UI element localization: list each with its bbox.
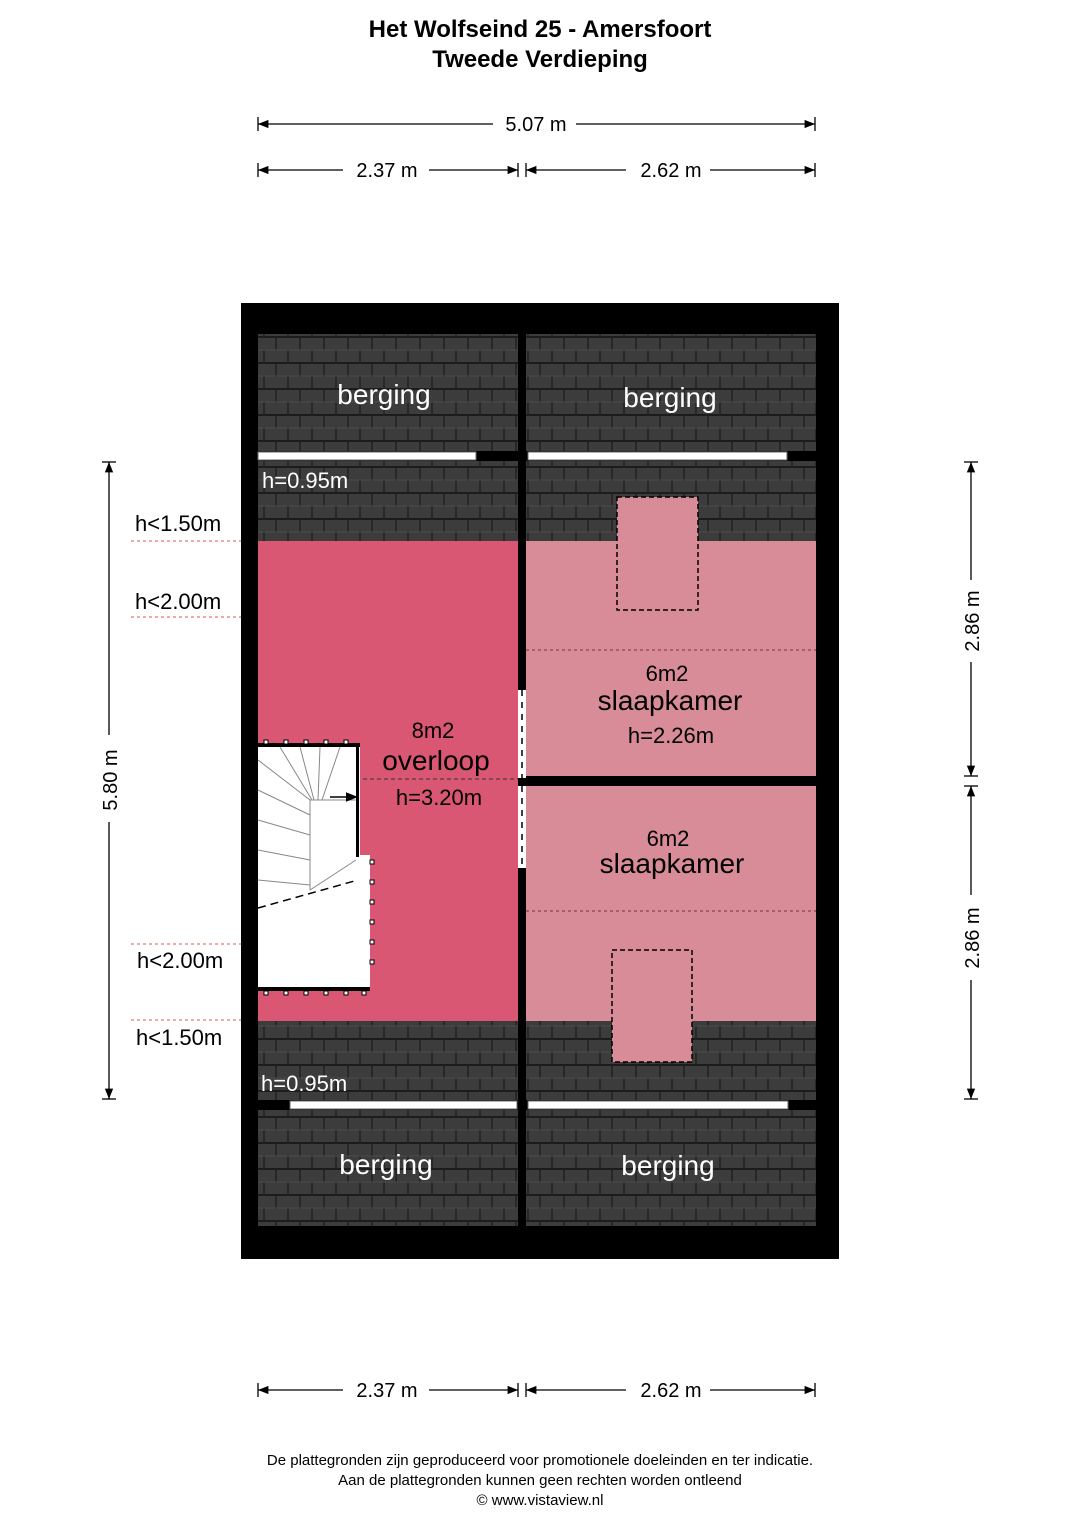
- bedroom-divider-wall: [526, 776, 816, 786]
- door-opening-1: [518, 690, 526, 778]
- slaapkamer-1-height-label: h=2.26m: [628, 723, 714, 748]
- slaapkamer-1-area-label: 6m2: [646, 661, 689, 686]
- slaapkamer-1-name-label: slaapkamer: [598, 685, 743, 716]
- label-berging-bottom-left: berging: [339, 1149, 432, 1180]
- page-subtitle: Tweede Verdieping: [432, 46, 648, 73]
- label-berging-bottom-right: berging: [621, 1150, 714, 1181]
- strip-bottom-right: [527, 1100, 789, 1110]
- strip-top-right: [527, 451, 788, 461]
- knee-height-bottom: h=0.95m: [261, 1071, 347, 1096]
- page-title: Het Wolfseind 25 - Amersfoort: [368, 16, 712, 43]
- slaapkamer-2-area-label: 6m2: [647, 826, 690, 851]
- slaapkamer-2-name-label: slaapkamer: [600, 848, 745, 879]
- knee-height-top: h=0.95m: [262, 468, 348, 493]
- dim-top-right: 2.62 m: [640, 160, 701, 182]
- footer-disclaimer-2: Aan de plattegronden kunnen geen rechten…: [338, 1472, 742, 1489]
- dormer-bottom: [611, 949, 693, 1063]
- staircase: [257, 739, 375, 996]
- height-marker-bottom-200: h<2.00m: [137, 948, 223, 973]
- dim-right-lower: 2.86 m: [962, 907, 984, 968]
- dim-left-height: 5.80 m: [100, 749, 122, 810]
- footer-copyright: © www.vistaview.nl: [476, 1492, 604, 1509]
- strip-top-left: [257, 451, 477, 461]
- label-berging-top-left: berging: [337, 379, 430, 410]
- dim-top-total: 5.07 m: [505, 114, 566, 136]
- height-marker-top-150: h<1.50m: [135, 511, 221, 536]
- overloop-name-label: overloop: [382, 745, 489, 776]
- height-marker-top-200: h<2.00m: [135, 589, 221, 614]
- overloop-area-label: 8m2: [412, 718, 455, 743]
- strip-bottom-left: [289, 1100, 518, 1110]
- height-marker-bottom-150: h<1.50m: [136, 1025, 222, 1050]
- dim-bottom-left: 2.37 m: [356, 1380, 417, 1402]
- middle-wall: [518, 334, 526, 1226]
- dormer-top: [616, 496, 699, 611]
- dim-bottom-right: 2.62 m: [640, 1380, 701, 1402]
- overloop-height-label: h=3.20m: [396, 785, 482, 810]
- dim-top-left: 2.37 m: [356, 160, 417, 182]
- label-berging-top-right: berging: [623, 382, 716, 413]
- footer-disclaimer-1: De plattegronden zijn geproduceerd voor …: [266, 1452, 814, 1469]
- dim-right-upper: 2.86 m: [962, 590, 984, 651]
